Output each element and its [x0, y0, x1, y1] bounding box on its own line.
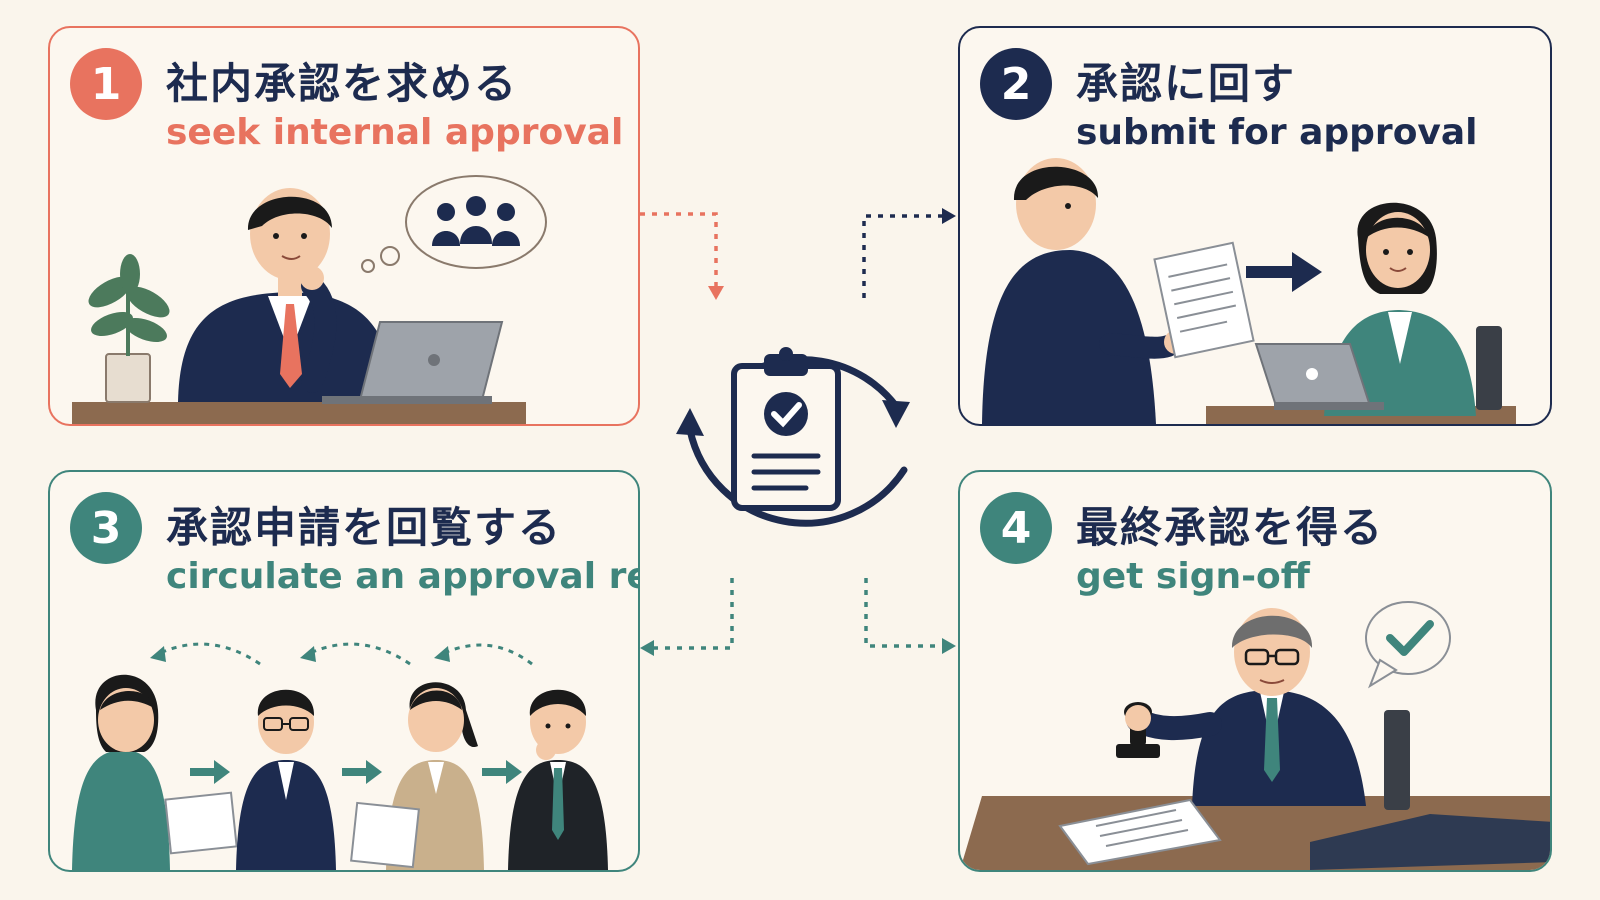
- step-title-en: seek internal approval: [166, 112, 624, 153]
- arrow-right-icon: [1246, 252, 1322, 292]
- thought-bubble-team-icon: [361, 175, 547, 273]
- document-icon: [1153, 241, 1255, 359]
- thinking-businessman-illustration: [72, 175, 547, 424]
- step-number-badge: 4: [980, 492, 1052, 564]
- step-card-1: 1 社内承認を求める seek internal approval: [48, 26, 640, 426]
- step-card-2: 2 承認に回す submit for approval: [958, 26, 1552, 426]
- step-title-jp: 社内承認を求める: [166, 59, 519, 108]
- step-title-en: submit for approval: [1076, 112, 1478, 153]
- step-number-badge: 1: [70, 48, 142, 120]
- step-card-4: 4 最終承認を得る get sign-off: [958, 470, 1552, 872]
- potted-plant-icon: [88, 254, 170, 403]
- clipboard-check-icon: [731, 347, 841, 511]
- step-title-en: get sign-off: [1076, 556, 1310, 597]
- executive-stamping-illustration: [960, 601, 1550, 870]
- arrowhead-1: [708, 286, 724, 300]
- step-title-jp: 承認に回す: [1076, 59, 1297, 108]
- step-title-en: circulate an approval request: [166, 556, 638, 597]
- arrowhead-2: [942, 208, 956, 224]
- circulating-request-illustration: [72, 642, 608, 870]
- signed-document-icon: [1058, 798, 1222, 866]
- checkmark-speech-bubble-icon: [1365, 601, 1451, 689]
- arrowhead-3: [640, 640, 654, 656]
- step-number-badge: 3: [70, 492, 142, 564]
- step-card-3: 3 承認申請を回覧する circulate an approval reques…: [48, 470, 640, 872]
- cycle-arrows-icon: [676, 347, 910, 527]
- laptop-icon: [1254, 343, 1384, 410]
- handing-document-illustration: [982, 158, 1516, 424]
- step-number-badge: 2: [980, 48, 1052, 120]
- laptop-icon: [322, 321, 504, 404]
- step-title-jp: 最終承認を得る: [1076, 503, 1385, 552]
- step-title-jp: 承認申請を回覧する: [166, 503, 563, 552]
- arrowhead-4: [942, 638, 956, 654]
